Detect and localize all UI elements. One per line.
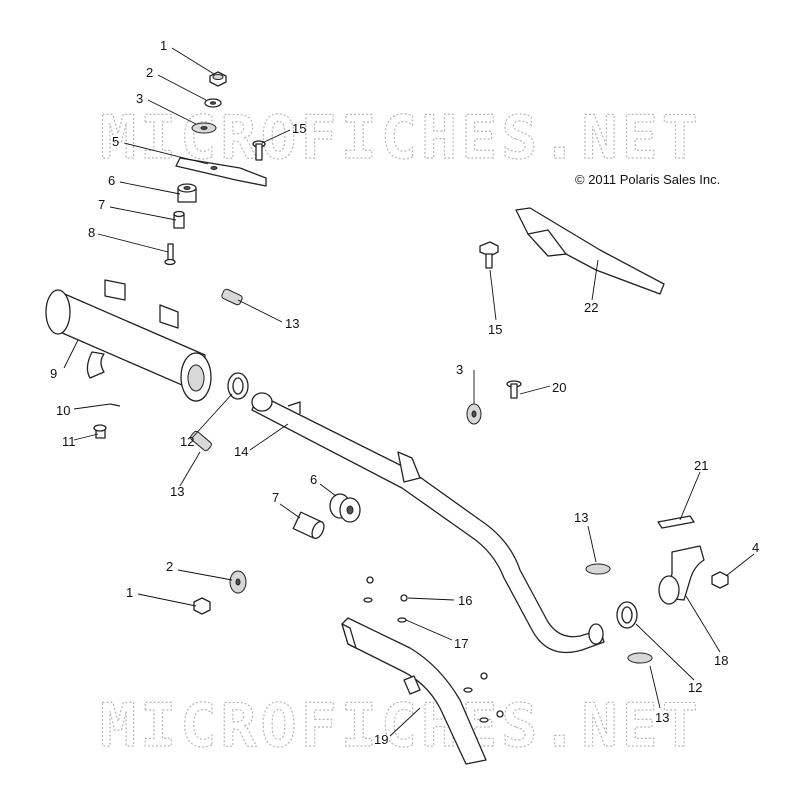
part-exhaust-gasket [657,515,695,529]
callout-10: 10 [56,403,70,418]
callout-12-left: 12 [180,434,194,449]
callout-15-top: 15 [292,121,306,136]
part-mount-bracket [175,157,267,187]
callout-13-a: 13 [285,316,299,331]
part-bolt-top [252,140,266,161]
callout-17: 17 [454,636,468,651]
callout-9: 9 [50,366,57,381]
copyright-notice: © 2011 Polaris Sales Inc. [575,172,720,187]
callout-4: 4 [752,540,759,555]
part-spring-c [585,563,611,575]
callout-18: 18 [714,653,728,668]
part-sleeve-top [173,210,185,229]
part-muffler [45,279,212,402]
part-grommet-top [177,183,197,203]
part-small-hardware [363,576,504,723]
part-head-pipe [251,392,605,654]
part-nut-right [711,571,729,589]
callout-8: 8 [88,225,95,240]
callout-11: 11 [62,434,76,449]
part-heat-shield-lower [341,617,487,765]
callout-6-mid: 6 [310,472,317,487]
part-washer-bottom [229,570,247,594]
callout-15-mid: 15 [488,322,502,337]
callout-21: 21 [694,458,708,473]
callout-22: 22 [584,300,598,315]
part-heat-shield-upper [515,207,665,295]
callout-14: 14 [234,444,248,459]
part-gasket-left [227,372,249,400]
callout-16: 16 [458,593,472,608]
part-plug [93,424,107,439]
callout-5: 5 [112,134,119,149]
part-flat-washer-top [191,122,217,134]
callout-2-top: 2 [146,65,153,80]
callout-numbers: 1 2 3 15 5 6 7 8 13 9 10 11 12 13 14 3 2… [50,38,759,747]
callout-3-mid: 3 [456,362,463,377]
callout-3-top: 3 [136,91,143,106]
part-spring-d [627,652,653,664]
part-spring-a [221,288,243,306]
part-bolt-mid [479,241,499,269]
part-flat-washer-mid [466,403,482,425]
callout-1-top: 1 [160,38,167,53]
part-sleeve-mid [292,511,325,540]
callout-7-mid: 7 [272,490,279,505]
callout-6-top: 6 [108,173,115,188]
callout-1-bottom: 1 [126,585,133,600]
part-spring-b [190,430,212,452]
callout-19: 19 [374,732,388,747]
part-grommet-mid [329,493,361,523]
watermark-bottom: MICROFICHES.NET [100,691,702,761]
part-bolt-long [506,380,522,399]
leader-lines [63,47,755,737]
callout-12-right: 12 [688,680,702,695]
callout-20: 20 [552,380,566,395]
part-gasket-right [616,601,638,629]
part-nut-bottom [193,597,211,615]
callout-13-c: 13 [574,510,588,525]
part-washer-top [204,98,222,108]
callout-2-bottom: 2 [166,559,173,574]
part-spring-clip [109,403,121,407]
part-nut-top [209,71,227,87]
part-exhaust-elbow [658,545,705,605]
part-bolt-small [164,243,176,266]
callout-13-b: 13 [170,484,184,499]
callout-13-d: 13 [655,710,669,725]
callout-7-top: 7 [98,197,105,212]
